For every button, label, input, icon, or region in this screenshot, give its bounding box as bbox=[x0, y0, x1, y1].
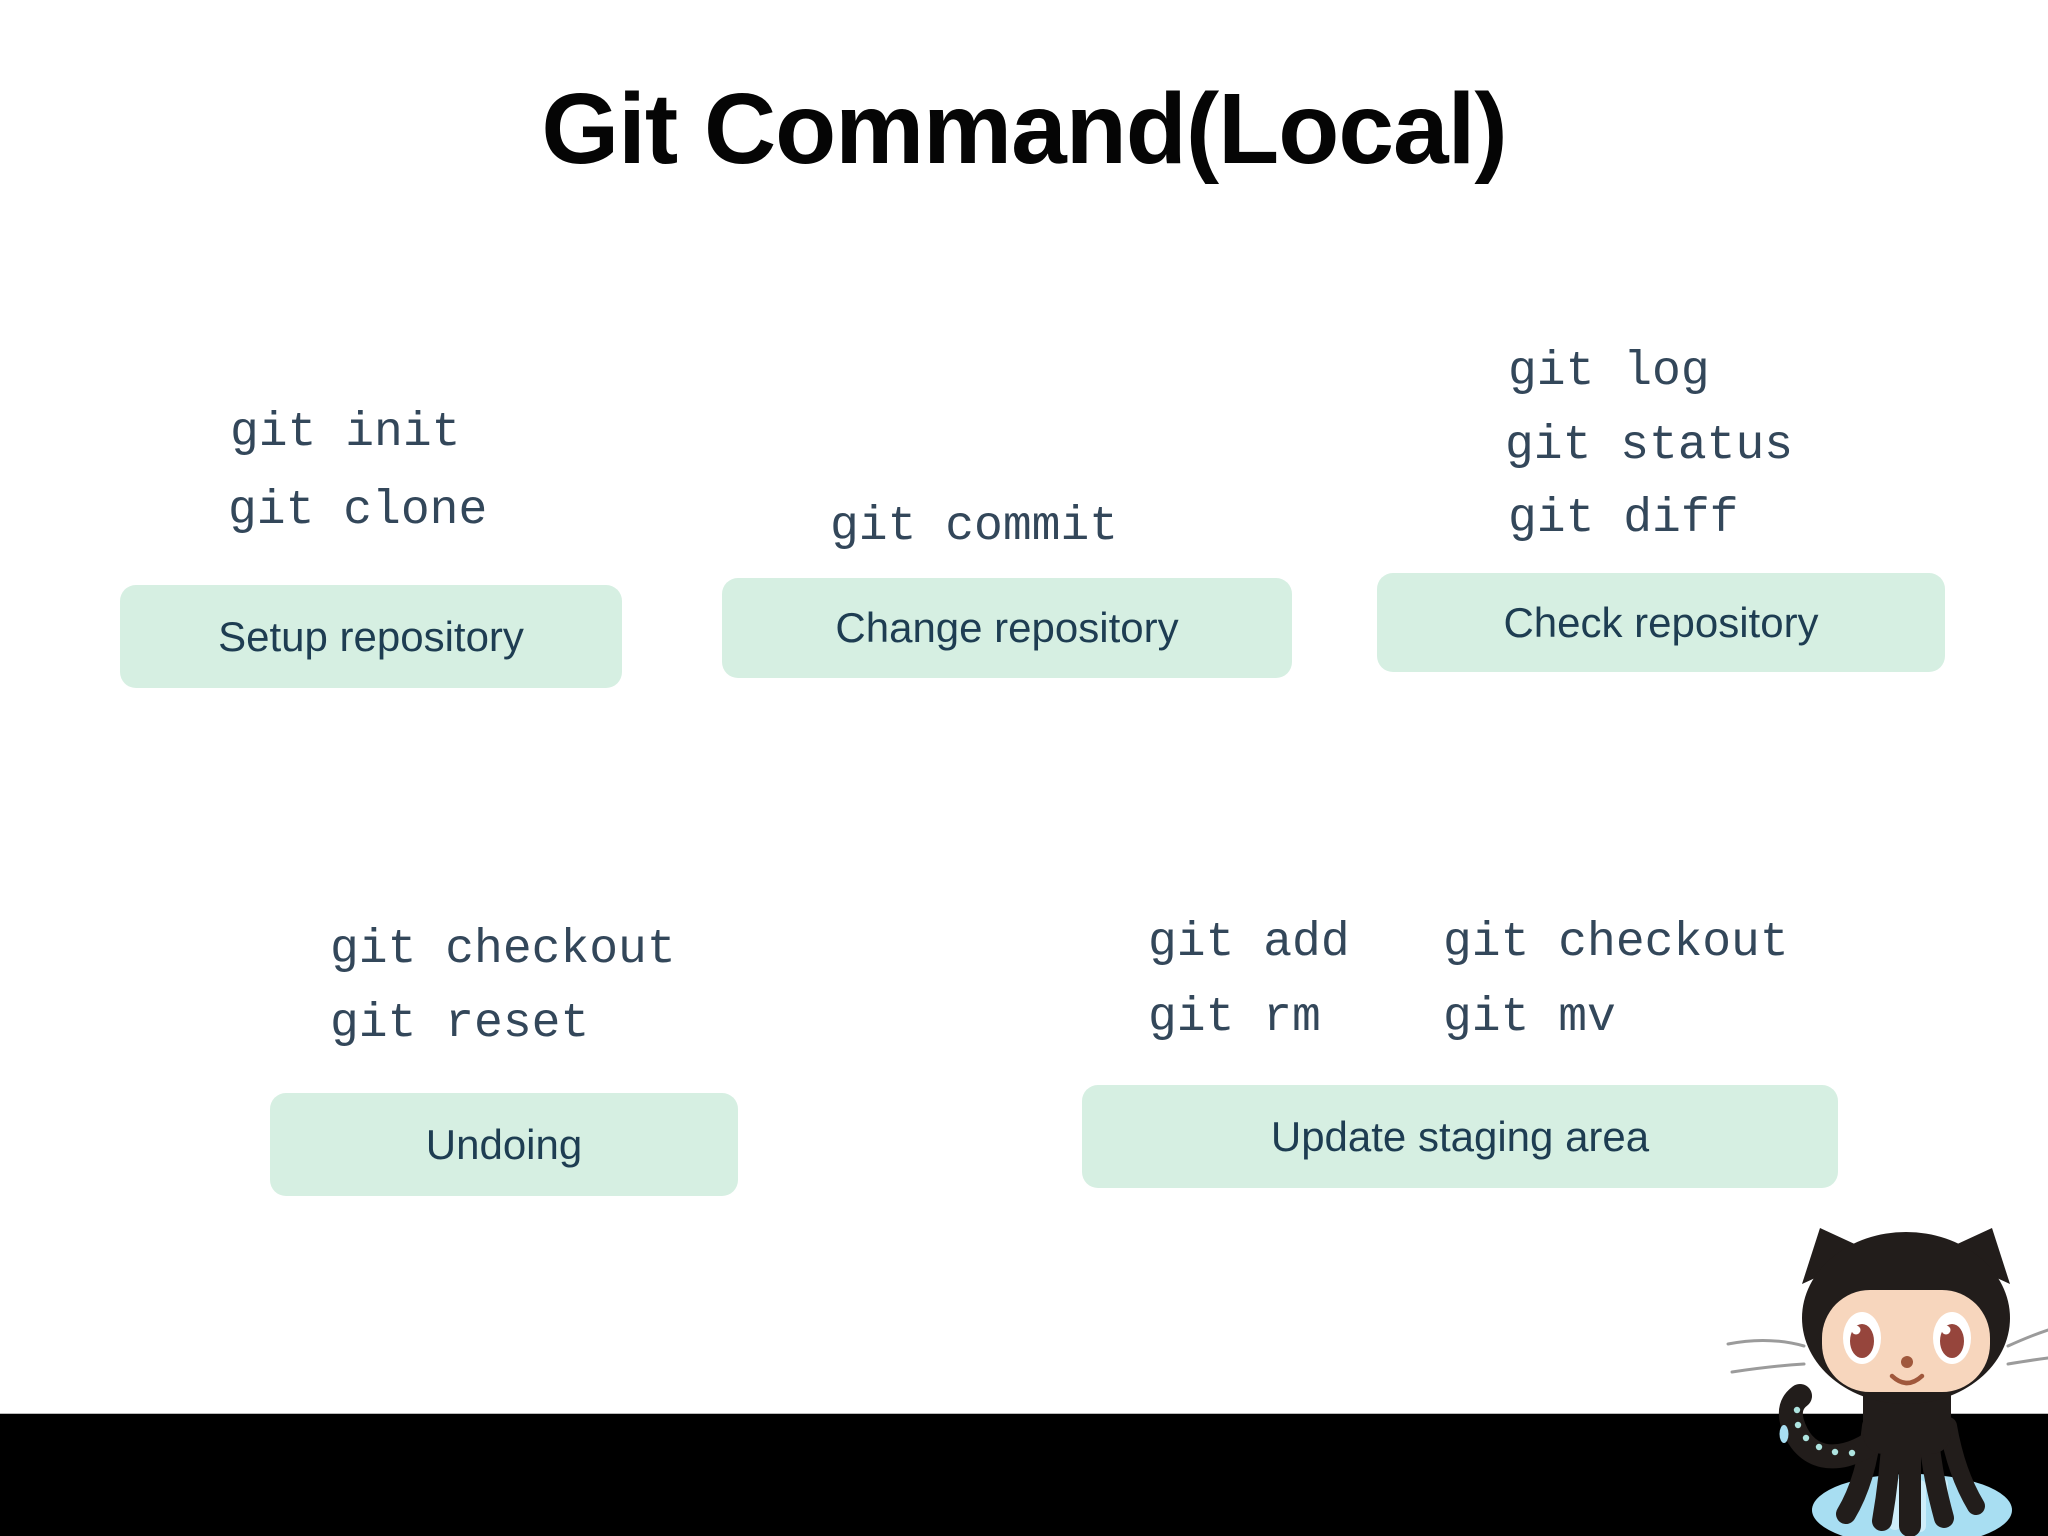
label-setup-repository-text: Setup repository bbox=[218, 612, 524, 660]
command-git-checkout-undo: git checkout bbox=[330, 923, 676, 977]
command-git-commit: git commit bbox=[830, 500, 1119, 554]
command-git-status: git status bbox=[1505, 419, 1794, 473]
command-git-reset: git reset bbox=[330, 997, 590, 1051]
command-git-init: git init bbox=[230, 406, 461, 460]
octocat-eyes bbox=[1843, 1312, 1971, 1364]
github-octocat-mascot bbox=[1726, 1228, 2048, 1536]
octocat-smile bbox=[1889, 1373, 1925, 1386]
page-title: Git Command(Local) bbox=[541, 73, 1507, 185]
command-git-clone: git clone bbox=[228, 484, 488, 538]
octocat-arm bbox=[1778, 1384, 1882, 1469]
command-git-checkout-staging: git checkout bbox=[1443, 916, 1789, 970]
label-setup-repository: Setup repository bbox=[120, 585, 622, 688]
bottom-letterbox-bar bbox=[0, 1413, 2048, 1536]
label-update-staging-area-text: Update staging area bbox=[1270, 1112, 1650, 1160]
label-undoing: Undoing bbox=[270, 1093, 738, 1196]
label-check-repository-text: Check repository bbox=[1503, 598, 1819, 646]
octocat-nose bbox=[1901, 1356, 1913, 1368]
octocat-whiskers bbox=[1726, 1328, 2048, 1374]
command-git-add: git add bbox=[1148, 916, 1350, 970]
command-git-log: git log bbox=[1508, 345, 1710, 399]
label-check-repository: Check repository bbox=[1377, 573, 1945, 672]
command-git-mv: git mv bbox=[1443, 991, 1616, 1045]
label-update-staging-area: Update staging area bbox=[1082, 1085, 1838, 1188]
command-git-diff: git diff bbox=[1508, 492, 1739, 546]
label-undoing-text: Undoing bbox=[425, 1120, 583, 1168]
label-change-repository: Change repository bbox=[722, 578, 1292, 678]
octocat-arm-drip bbox=[1779, 1425, 1789, 1443]
label-change-repository-text: Change repository bbox=[835, 604, 1179, 651]
command-git-rm: git rm bbox=[1148, 991, 1321, 1045]
